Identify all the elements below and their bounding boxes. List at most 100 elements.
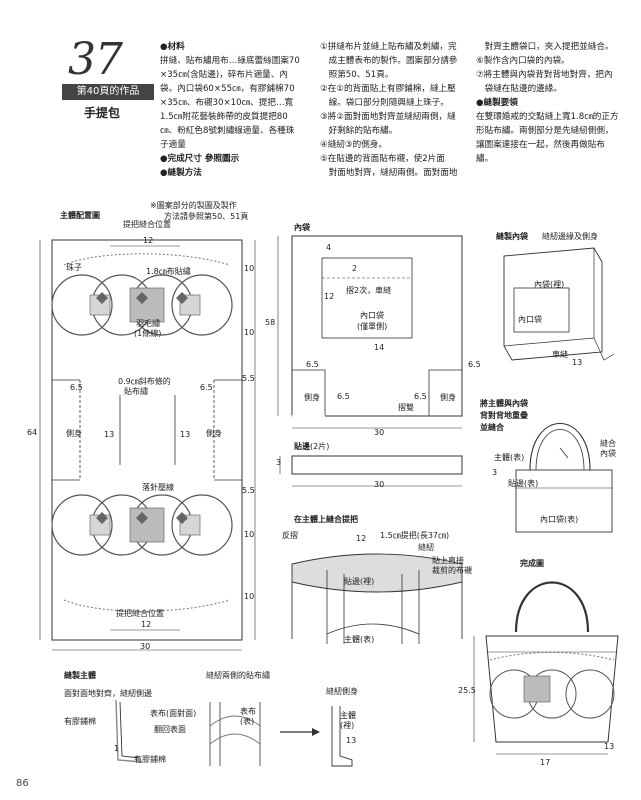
step-line: ⑦將主體與內袋背對背地對齊，把內 — [476, 70, 613, 80]
materials-line: 子適量 — [160, 140, 186, 150]
facing-diagram — [279, 455, 463, 487]
dimension-label: 12 — [143, 236, 154, 245]
facing-title-text: 貼邊 — [294, 442, 310, 451]
step-line: 對齊主體袋口，夾入提把並縫合。 — [476, 42, 614, 52]
bias-label: 貼布繡 — [124, 387, 148, 396]
dimension-label: 13 — [180, 430, 191, 439]
pattern-number: 37 — [68, 34, 123, 85]
inner-pocket-label: 內口袋(表) — [540, 515, 579, 524]
main-layout-note: ※圖案部分的製圖及製作 — [150, 201, 237, 210]
embroidery-label: 1.8㎝布貼繡 — [146, 267, 191, 276]
dimension-label: 10 — [244, 264, 255, 273]
side-label: 側身 — [304, 393, 320, 402]
sew-inner-bag-title: 縫製內袋 — [496, 232, 528, 241]
dimension-label: 14 — [374, 343, 385, 352]
step-line: 好剩餘的貼布繡。 — [320, 126, 398, 136]
materials-line: ×35㎝(含貼邊)，碎布片適量、內 — [160, 70, 288, 80]
sew-inner-bag-note: 縫紉邊緣及側身 — [542, 232, 598, 241]
page-number: 86 — [16, 778, 29, 789]
dimension-label: 58 — [265, 318, 276, 327]
step-line: ②在①的背面貼上有膠鋪棉，縫上壓 — [320, 84, 456, 94]
surface-fabric-label: 表布 — [240, 707, 256, 716]
materials-heading: ●材料 — [160, 42, 185, 52]
join-title: 背對背地重疊 — [480, 411, 528, 420]
dimension-label: 12 — [141, 620, 152, 629]
join-title: 並縫合 — [480, 423, 504, 432]
materials-line: ㎝、粉紅色8號刺繡線適量、各種珠 — [160, 126, 295, 136]
inner-pocket-label: 內口袋 — [518, 315, 542, 324]
materials-line: ×35㎝、布襯30×10㎝、提把…寬 — [160, 98, 294, 108]
body-label: 主體(表) — [494, 453, 525, 462]
facing-label: 貼邊(表) — [508, 479, 539, 488]
sew-body-title: 縫製主體 — [64, 671, 96, 680]
main-layout-title: 主體配置圖 — [60, 211, 100, 220]
dimension-label: 13 — [572, 358, 583, 367]
join-diagram — [515, 422, 613, 533]
dimension-label: 10 — [244, 592, 255, 601]
dimension-label: 30 — [140, 642, 151, 651]
turn-label: 反摺 — [282, 531, 298, 540]
dimension-label: 17 — [540, 758, 551, 767]
dimension-label: 2 — [352, 264, 358, 273]
materials-section: ●材料 拼縫、貼布繡用布…綠底蕾絲圖案70 ×35㎝(含貼邊)，碎布片適量、內 … — [160, 40, 310, 180]
sew-body-note: 面對面地對齊，縫紉側邊 — [64, 689, 152, 698]
sew-label: 車縫 — [552, 350, 568, 359]
join-label: 縫合 — [600, 439, 616, 448]
dimension-label: 5.5 — [242, 374, 255, 383]
interfacing-label: 裁剪的布襯 — [432, 566, 472, 575]
facing-inside-label: 貼邊(裡) — [344, 577, 375, 586]
feather-stitch-sub: (1條線) — [134, 329, 162, 338]
dimension-label: 3 — [492, 468, 498, 477]
dimension-label: 25.5 — [458, 686, 476, 695]
dimension-label: 6.5 — [414, 392, 427, 401]
side-label: 側身 — [440, 393, 456, 402]
fold-line-label: 摺雙 — [398, 403, 414, 412]
materials-line: 1.5㎝附花藝裝飾帶的皮質提把80 — [160, 112, 288, 122]
handle-length-label: 1.5㎝提把(長37㎝) — [380, 531, 450, 540]
handle-position-top: 提把縫合位置 — [123, 220, 171, 229]
dimension-label: 13 — [104, 430, 115, 439]
sew-body-diagram — [115, 699, 353, 767]
dimension-label: 12 — [324, 292, 335, 301]
facing-title: 貼邊(2片) — [294, 441, 329, 452]
body-label: 主體 — [340, 711, 356, 720]
step-line: 成主體表布的製作。圖案部分請參 — [320, 56, 458, 66]
fold-label: 摺2次，車縫 — [346, 286, 392, 295]
tip-line: 在雙環婚戒的交點縫上寬1.8㎝的正方 — [476, 112, 619, 122]
finished-size-heading: ●完成尺寸 參照圖示 — [160, 154, 240, 164]
dimension-label: 6.5 — [70, 383, 83, 392]
batting-label: 有膠鋪棉 — [64, 717, 96, 726]
page-title: 手提包 — [84, 106, 121, 120]
step-line: 照第50、51頁。 — [320, 70, 394, 80]
dimension-label: 6.5 — [306, 360, 319, 369]
side-label: 側身 — [206, 429, 222, 438]
finished-title: 完成圖 — [520, 559, 544, 568]
dimension-label: 4 — [326, 243, 332, 252]
tips-heading: ●縫製要領 — [476, 98, 518, 108]
dimension-label: 1 — [114, 744, 120, 753]
steps-section: ①拼縫布片並縫上貼布繡及刺繡，完 成主體表布的製作。圖案部分請參 照第50、51… — [320, 40, 476, 180]
join-label: 內袋 — [600, 449, 616, 458]
tip-line: 繡。 — [476, 154, 494, 164]
tip-line: 讓圖案連接在一起，然後再做貼布 — [476, 140, 605, 150]
steps-continued-section: 對齊主體袋口，夾入提把並縫合。 ⑥製作含內口袋的內袋。 ⑦將主體與內袋背對背地對… — [476, 40, 636, 166]
method-heading: ●縫製方法 — [160, 168, 202, 178]
inner-bag-diagram — [277, 235, 463, 429]
dimension-label: 30 — [374, 428, 385, 437]
sew-inner-bag-diagram — [503, 247, 614, 361]
dimension-label: 6.5 — [468, 360, 481, 369]
dimension-label: 3 — [276, 458, 282, 467]
step-line: ⑤在貼邊的背面貼布襯，使2片面 — [320, 154, 445, 164]
main-body-layout-diagram — [39, 239, 256, 651]
dimension-label: 10 — [244, 328, 255, 337]
body-label: 主體(表) — [344, 635, 375, 644]
inner-bag-title: 內袋 — [294, 223, 310, 232]
bias-label: 0.9㎝斜布條的 — [118, 377, 171, 386]
dimension-label: 64 — [27, 428, 38, 437]
batting-label: 有膠鋪棉 — [134, 755, 166, 764]
turn-out-label: 翻回表面 — [154, 725, 186, 734]
gusset-label: 縫紉側身 — [326, 687, 358, 696]
dimension-label: 12 — [356, 534, 367, 543]
step-line: 袋縫在貼邊的邊緣。 — [476, 84, 562, 94]
side-label: 側身 — [66, 429, 82, 438]
